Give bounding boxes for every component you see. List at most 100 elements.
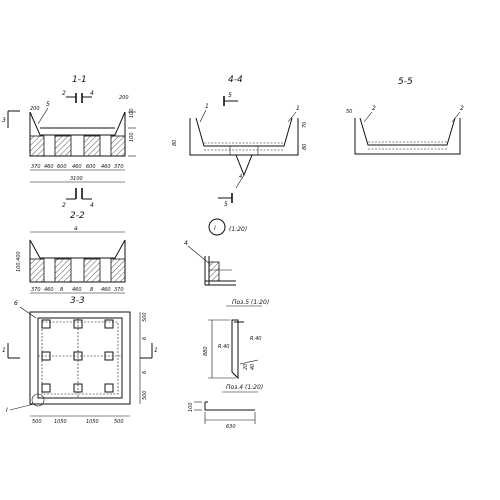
- hatched-block: [54, 258, 72, 283]
- section-3-3: 3-3 6 1 1 I 500: [2, 296, 158, 425]
- hatched-block: [83, 135, 101, 157]
- leader-line: [37, 107, 49, 125]
- pad: [41, 383, 51, 393]
- leader-line: [287, 111, 297, 123]
- hatched-block: [29, 258, 45, 283]
- section-4-4: 4-4 5 1 1 80 70 80 4 5: [172, 75, 308, 208]
- leader-line: [363, 111, 373, 123]
- cut-mark-label: 4: [90, 90, 94, 97]
- dim-text: 630: [226, 424, 236, 430]
- plan-outer: [29, 311, 131, 405]
- section-1-1-title: 1-1: [72, 75, 87, 85]
- dim-text: 500: [32, 419, 42, 425]
- pos4-profile: [204, 402, 255, 411]
- tray-outline: [354, 118, 461, 155]
- dim-text: 80: [302, 144, 308, 150]
- leader-label: 1: [296, 105, 300, 112]
- pos4-title: Поз.4 (1:20): [226, 384, 263, 391]
- pos-5-detail: Поз.5 (1:20) 880 R.40 R.40 20 40: [203, 299, 269, 380]
- leader-line: [199, 109, 207, 123]
- side-mark-label: 1: [2, 347, 6, 354]
- dim-text: 460: [101, 164, 111, 170]
- dim-text: 6: [142, 371, 148, 374]
- section-2-2-title: 2-2: [70, 211, 85, 221]
- dim-text: 880: [203, 346, 209, 356]
- dim-text: 20: [243, 364, 249, 370]
- leader-line: [19, 306, 37, 319]
- leader-label: 6: [14, 300, 18, 307]
- dim-text: 8: [90, 287, 93, 293]
- dim-text: 370: [114, 287, 124, 293]
- dim-text: 200: [119, 95, 129, 101]
- dim-text: 500: [142, 390, 148, 400]
- weld-leader: [235, 174, 245, 189]
- leader-label: 2: [460, 105, 464, 112]
- section-5-5-title: 5-5: [398, 77, 413, 87]
- pos5-profile: [231, 319, 239, 380]
- hatched-block: [110, 135, 126, 157]
- section-2-2: 2-2 a 100,400 370 460 8 460 8 460 370: [16, 211, 126, 294]
- dim-text: 460: [72, 287, 82, 293]
- node-leader-label: 4: [184, 240, 188, 247]
- side-mark-label: 3: [2, 117, 6, 124]
- dim-text: 460: [44, 287, 54, 293]
- leader-line: [451, 111, 461, 123]
- node-leader: [187, 245, 211, 265]
- dim-text: 100: [129, 132, 135, 142]
- dim-text: 500: [114, 419, 124, 425]
- dim-text: R.40: [250, 336, 261, 342]
- dim-text: 500: [142, 312, 148, 322]
- tray-inner: [29, 111, 126, 136]
- node-scale: (1:20): [229, 226, 247, 233]
- section-5-5: 5-5 2 2 50: [346, 77, 464, 155]
- dim-text: 100,400: [16, 251, 22, 272]
- node-hatch: [208, 261, 220, 282]
- dim-text: 370: [31, 287, 41, 293]
- cut-mark-label: 2: [62, 202, 66, 209]
- weld-label: 4: [239, 174, 242, 180]
- node-mark: I: [6, 407, 8, 414]
- pad: [104, 383, 114, 393]
- dim-text: 80: [172, 140, 178, 146]
- section-1-1: 1-1 2 4 3 5 200 200 100 100: [2, 75, 136, 209]
- cut-mark-label: 5: [224, 201, 228, 208]
- pad: [41, 319, 51, 329]
- hatched-block: [110, 258, 126, 283]
- section-4-4-title: 4-4: [228, 75, 243, 85]
- dim-text: 6: [142, 337, 148, 340]
- hatched-block: [29, 135, 45, 157]
- tray-inner: [195, 117, 293, 147]
- leader-label: 2: [372, 105, 376, 112]
- dim-text: 460: [44, 164, 54, 170]
- pos5-title: Поз.5 (1:20): [232, 299, 269, 306]
- side-mark-label: 1: [154, 347, 158, 354]
- plan-hidden: [41, 321, 119, 395]
- hatched-block: [54, 135, 72, 157]
- pos-4-detail: Поз.4 (1:20) 100 630: [188, 384, 263, 430]
- tray-inner: [29, 239, 126, 259]
- dim-text: 600: [57, 164, 67, 170]
- dim-text: 370: [31, 164, 41, 170]
- dim-text: 8: [60, 287, 63, 293]
- cut-mark-label: 4: [90, 202, 94, 209]
- dim-text: 100: [129, 108, 135, 118]
- dim-text: 70: [302, 122, 308, 128]
- dim-total: 3100: [70, 176, 83, 182]
- tray-outline: [189, 118, 299, 156]
- leader-label: 5: [46, 101, 50, 108]
- dim-text: a: [74, 225, 78, 232]
- dim-text: 1050: [54, 419, 67, 425]
- tray-outline: [29, 112, 126, 157]
- node-title: I: [214, 225, 216, 232]
- dim-text: 460: [101, 287, 111, 293]
- leader-label: 1: [205, 103, 209, 110]
- tray-inner: [359, 117, 456, 146]
- dim-text: 1050: [86, 419, 99, 425]
- cut-mark-label: 5: [228, 92, 232, 99]
- cut-mark-label: 2: [62, 90, 66, 97]
- dim-text: R.40: [218, 344, 229, 350]
- dim-text: 40: [250, 364, 256, 370]
- pad: [104, 319, 114, 329]
- dim-text: 460: [72, 164, 82, 170]
